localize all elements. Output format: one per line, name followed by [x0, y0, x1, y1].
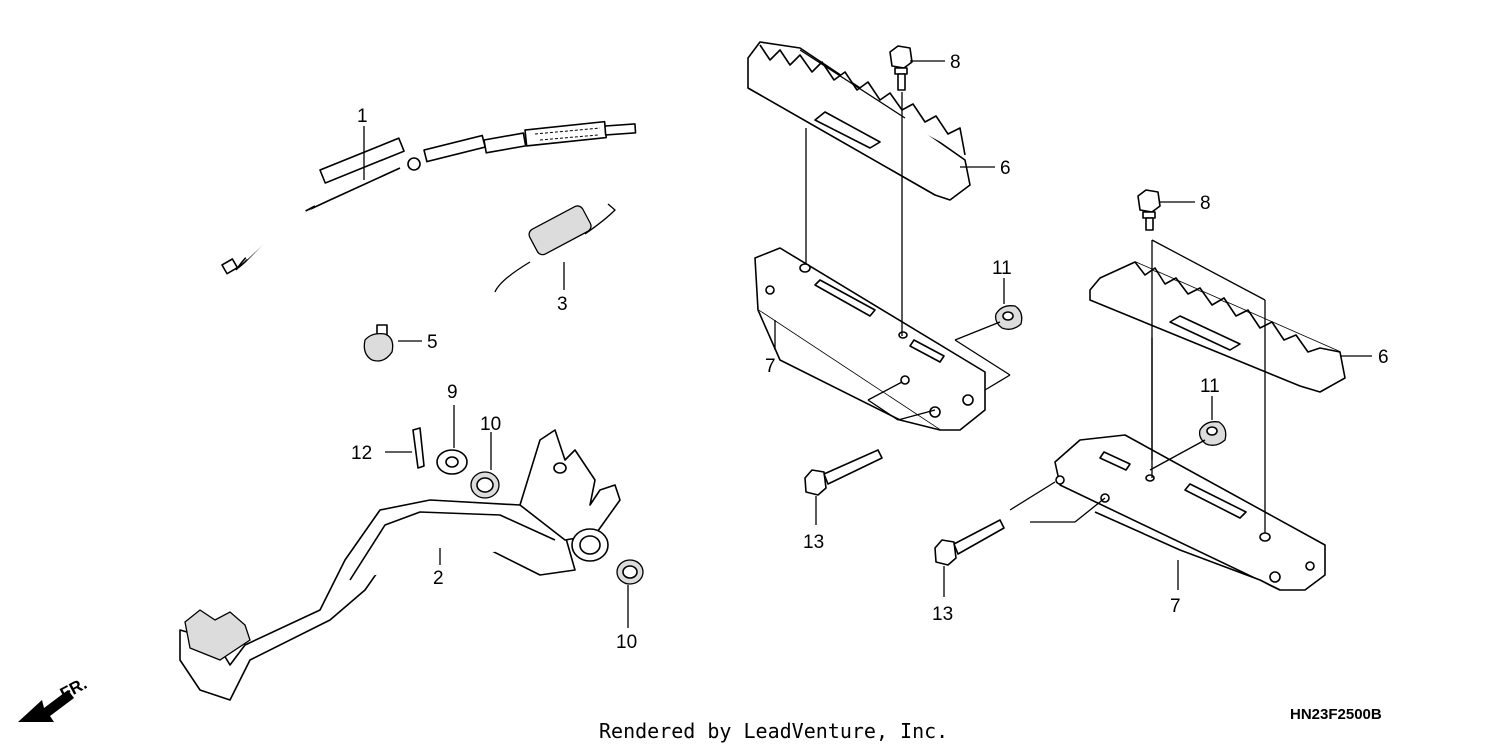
callout-11-left: 11 — [992, 258, 1012, 279]
footpeg-6-left — [747, 41, 971, 201]
footer-credit: Rendered by LeadVenture, Inc. — [599, 719, 948, 743]
diagram-code: HN23F2500B — [1290, 706, 1382, 723]
bolt-13-left — [804, 449, 883, 496]
callout-7-left: 7 — [765, 356, 776, 377]
callout-6-right: 6 — [1378, 347, 1389, 368]
callout-8-left: 8 — [950, 52, 961, 73]
align-line-13-left-c — [897, 409, 936, 421]
callout-3: 3 — [557, 294, 568, 315]
callout-5: 5 — [427, 332, 438, 353]
callout-7-right: 7 — [1170, 596, 1181, 617]
align-line-11-left-a — [954, 339, 1011, 376]
bushing-10-upper — [470, 471, 500, 499]
footpeg-6-right — [1089, 261, 1346, 393]
cotter-pin-12 — [412, 427, 425, 469]
bracket-7-right — [1054, 434, 1326, 591]
align-line-11-right — [1149, 439, 1206, 471]
callout-10-upper: 10 — [480, 414, 501, 435]
align-line-13-left-a — [867, 399, 899, 421]
callout-8-right: 8 — [1200, 193, 1211, 214]
brake-pedal — [179, 429, 621, 701]
bracket-7-left — [754, 247, 986, 431]
nut-5 — [363, 324, 394, 362]
align-line-13-right-a — [1009, 481, 1056, 511]
callout-11-right: 11 — [1200, 376, 1220, 397]
callout-9: 9 — [447, 382, 458, 403]
nut-11-right — [1198, 421, 1227, 446]
align-line-11-left-b — [984, 374, 1011, 391]
nut-11-left — [994, 305, 1023, 330]
callout-2: 2 — [433, 568, 444, 589]
align-line-top-right — [1151, 239, 1266, 301]
bolt-13-right — [934, 519, 1005, 566]
callout-6-left: 6 — [1000, 158, 1011, 179]
align-line-13-right-c — [1074, 497, 1106, 523]
callout-13-left: 13 — [803, 532, 824, 553]
callout-10-lower: 10 — [616, 632, 637, 653]
align-line-13-left-b — [867, 381, 903, 401]
brake-cable — [221, 120, 686, 275]
callout-12: 12 — [351, 443, 372, 464]
align-line-11-left-c — [954, 321, 1001, 341]
bushing-10-lower — [616, 559, 644, 585]
callout-1: 1 — [357, 106, 368, 127]
washer-9 — [436, 449, 468, 475]
return-spring — [494, 203, 616, 293]
bolt-8-right — [1137, 189, 1161, 231]
bolt-8-left — [889, 45, 913, 91]
align-line-top-left — [799, 49, 906, 119]
callout-13-right: 13 — [932, 604, 953, 625]
front-direction-arrow: FR. — [18, 674, 90, 722]
